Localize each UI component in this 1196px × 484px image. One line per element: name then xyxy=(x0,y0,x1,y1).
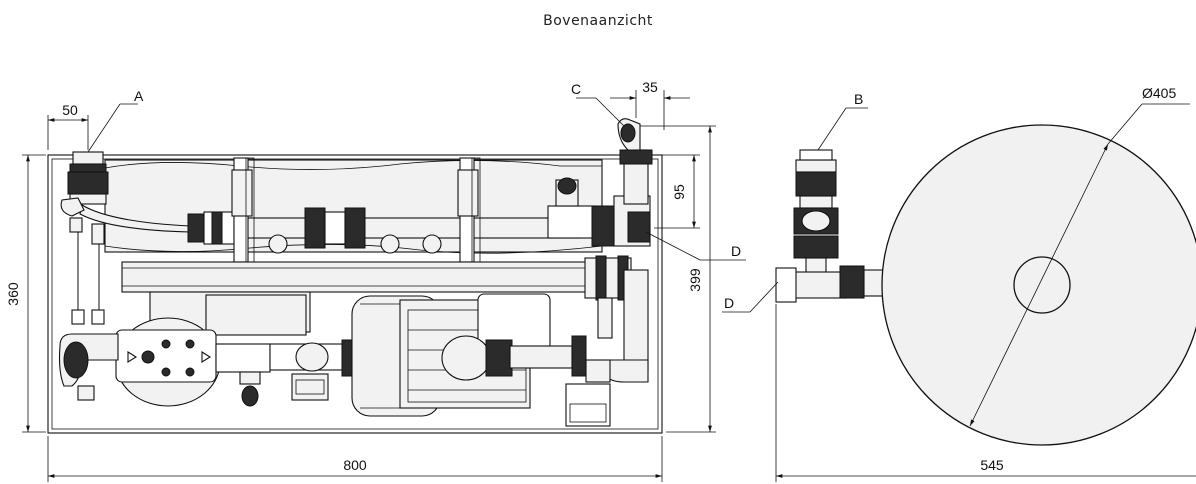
label-b: B xyxy=(854,91,863,107)
label-a-leader: A xyxy=(87,88,144,153)
label-d-right: D xyxy=(724,295,734,311)
dim-800-label: 800 xyxy=(343,457,367,473)
dim-405-label: Ø405 xyxy=(1142,85,1176,101)
dim-399-label: 399 xyxy=(687,268,703,292)
drawing-title: Bovenaanzicht xyxy=(543,13,653,29)
right-riser-pipe xyxy=(565,118,653,427)
label-c-leader: C xyxy=(571,81,625,127)
dim-545-label: 545 xyxy=(980,457,1004,473)
dimension-diameter-405: Ø405 xyxy=(969,85,1190,427)
tank-center-opening xyxy=(1013,256,1071,314)
dimension-35: 35 xyxy=(610,79,690,130)
dim-95-label: 95 xyxy=(671,184,687,200)
dim-50-label: 50 xyxy=(62,102,78,118)
dimension-800: 800 xyxy=(47,436,663,482)
heater-housing xyxy=(121,255,632,301)
dimension-360: 360 xyxy=(5,154,46,433)
dimension-50: 50 xyxy=(47,102,89,150)
motor-assembly xyxy=(351,293,587,417)
label-c: C xyxy=(571,81,581,97)
inlet-a-fitting xyxy=(60,151,109,325)
label-d-left: D xyxy=(731,243,741,259)
label-a: A xyxy=(134,88,144,104)
dimension-399: 399 xyxy=(640,125,716,433)
label-d-leader-left: D xyxy=(645,231,746,261)
tank-side-view xyxy=(775,149,887,303)
label-b-leader: B xyxy=(817,91,868,151)
dim-360-label: 360 xyxy=(5,282,21,306)
pump-unit xyxy=(58,291,311,407)
base-plate-inner-edge xyxy=(51,158,659,430)
dimension-95: 95 xyxy=(652,154,700,229)
dim-35-label: 35 xyxy=(642,79,658,95)
dimension-545: 545 xyxy=(775,304,1196,482)
label-d-leader-right: D xyxy=(722,281,779,313)
